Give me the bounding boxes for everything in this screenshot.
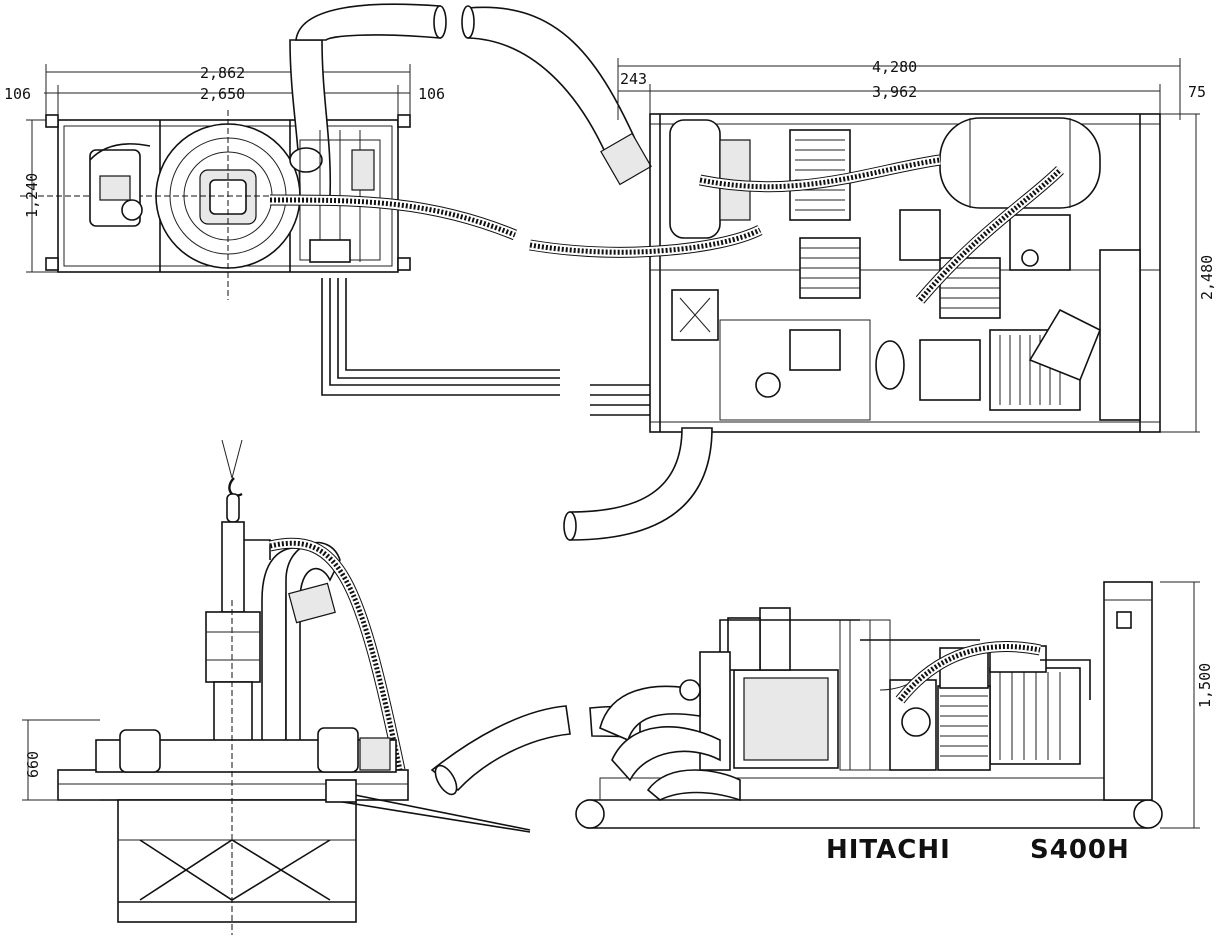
unit-plan-view: 4,280 3,962 243 75 2,480	[529, 58, 1216, 541]
model-label: S400H	[1030, 835, 1130, 865]
brand-label: HITACHI	[826, 835, 951, 865]
dim-plan-right-offset: 75	[1188, 83, 1206, 101]
dim-plan-depth: 2,480	[1198, 255, 1216, 300]
dim-top-left-offset: 106	[4, 85, 31, 103]
pump-side-view: 660	[22, 439, 531, 935]
pump-top-view: 2,862 2,650 106 106 1,240	[4, 39, 560, 396]
dim-top-frame-width: 2,650	[200, 85, 245, 103]
dim-plan-frame-length: 3,962	[872, 83, 917, 101]
dim-pump-base-height: 660	[24, 751, 42, 778]
dim-plan-overall-length: 4,280	[872, 58, 917, 76]
dim-top-overall-width: 2,862	[200, 64, 245, 82]
dim-top-right-offset: 106	[418, 85, 445, 103]
dim-plan-left-offset: 243	[620, 70, 647, 88]
dim-top-height: 1,240	[23, 173, 41, 218]
hose-break-top	[295, 3, 652, 186]
unit-side-view: 1,500 HITACHI S400H	[575, 581, 1214, 865]
dim-side-height: 1,500	[1196, 663, 1214, 708]
